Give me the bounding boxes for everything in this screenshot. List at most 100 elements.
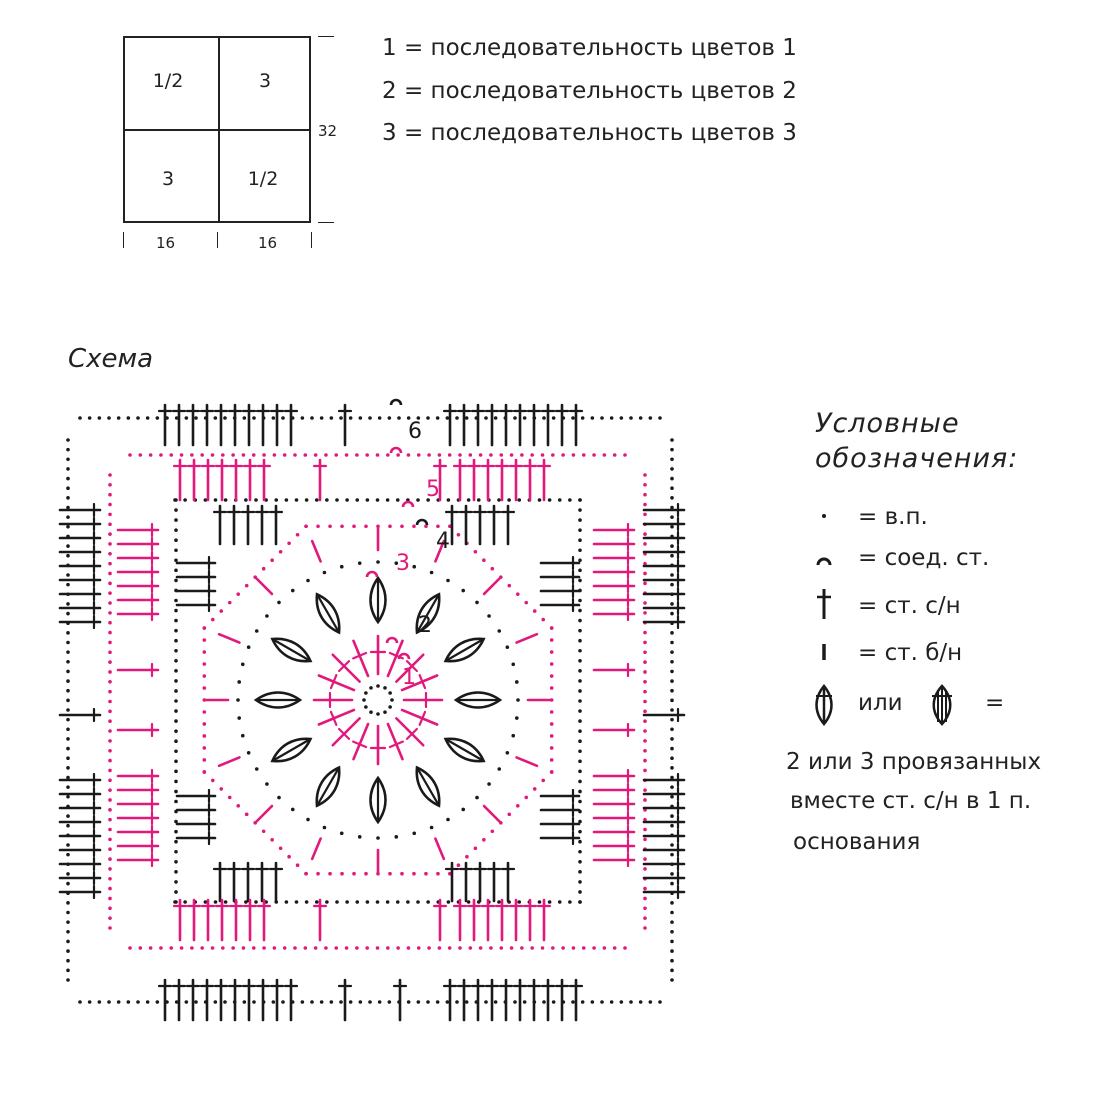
chain-dot [456, 532, 461, 537]
round2-dot [240, 662, 245, 667]
round2-dot [246, 645, 251, 649]
schema-title: Схема [68, 344, 154, 374]
stitch-cluster [369, 775, 387, 825]
chain-dot [174, 699, 178, 703]
round1-bar [418, 710, 427, 726]
round1-stitch [317, 708, 356, 726]
chain-dot [557, 900, 562, 904]
chain-dot [108, 857, 112, 861]
chain-dot [66, 756, 70, 761]
chain-dot [329, 1000, 334, 1004]
round2-dot [487, 782, 491, 786]
chain-dot [174, 659, 178, 663]
chain-dot [670, 476, 674, 481]
chain-dot [325, 900, 329, 904]
round1-stitch [395, 653, 425, 683]
round2-dot [240, 733, 245, 738]
color-sequence-2: 2 = последовательность цветов 2 [382, 78, 797, 104]
chain-dot [174, 558, 178, 563]
dimension-tick-middle [217, 232, 218, 248]
chain-dot [658, 416, 662, 420]
chain-dot [355, 946, 359, 950]
stitch-cluster [443, 737, 486, 763]
round2-dot [306, 578, 310, 583]
chain-dot [304, 498, 309, 502]
round3-stitch [434, 837, 446, 861]
chain-dot [174, 598, 178, 603]
chain-dot [406, 900, 410, 904]
chain-dot [108, 620, 112, 625]
chain-dot [66, 881, 70, 886]
chain-dot [445, 1000, 450, 1004]
chain-dot [284, 900, 289, 904]
chain-dot [670, 766, 674, 770]
center-ring-dot [388, 691, 392, 695]
chain-dot [643, 719, 647, 723]
round-label-1: 1 [402, 665, 416, 690]
assembly-width-label-left: 16 [156, 234, 176, 252]
chain-dot [335, 900, 339, 904]
round2-dot [357, 835, 362, 839]
chain-dot [202, 686, 207, 690]
chain-dot [658, 1000, 662, 1004]
round1-bar [388, 651, 404, 660]
chain-dot [670, 438, 674, 442]
chain-dot [108, 542, 112, 546]
chain-dot [345, 498, 349, 502]
chain-dot [300, 1000, 305, 1004]
legend-cluster-or: или [858, 690, 903, 716]
round1-stitch [395, 717, 425, 747]
cluster-stem [271, 738, 312, 762]
stitch-cluster [253, 691, 303, 709]
chain-dot [437, 453, 442, 457]
chain-dot [484, 416, 488, 420]
chain-dot [295, 863, 300, 868]
chain-dot [549, 674, 554, 678]
chain-dot [174, 779, 178, 784]
cluster-stem [416, 766, 440, 807]
round1-bar [329, 710, 338, 726]
assembly-divider-horizontal [123, 129, 311, 131]
chain-dot [281, 416, 285, 420]
chain-dot [643, 709, 647, 714]
round1-stitch [386, 639, 404, 678]
color-sequence-1: 1 = последовательность цветов 1 [382, 35, 797, 61]
chain-dot [174, 769, 178, 774]
chain-dot [202, 650, 207, 654]
chain-dot [670, 640, 674, 645]
chain-dot [174, 789, 178, 794]
round2-dot [475, 795, 479, 800]
chain-dot [497, 900, 501, 904]
chain-dot [643, 699, 647, 704]
chain-dot [522, 416, 527, 420]
stitch-cluster [443, 637, 486, 663]
chain-dot [365, 453, 369, 457]
chain-dot [66, 553, 70, 558]
slip-stitch-arc-icon [816, 557, 832, 566]
chain-dot [670, 515, 674, 519]
chain-dot [324, 946, 328, 950]
chain-dot [643, 473, 647, 477]
chain-dot [670, 881, 674, 886]
chain-dot [262, 453, 266, 457]
chain-dot [352, 524, 356, 529]
chain-dot [578, 628, 582, 633]
chain-dot [499, 946, 504, 950]
chain-dot [136, 416, 140, 420]
chain-dot [455, 1000, 459, 1004]
round2-dot [394, 835, 399, 839]
center-ring-dot [376, 684, 380, 688]
chain-dot [145, 1000, 150, 1004]
chain-dot [490, 566, 495, 571]
chain-dot [542, 1000, 546, 1004]
chain-dot [340, 524, 344, 529]
chain-dot [670, 679, 674, 683]
chain-dot [66, 640, 70, 645]
cluster-stem [271, 638, 312, 662]
chain-dot [66, 978, 70, 982]
round3-stitch [255, 577, 274, 596]
chain-dot [670, 785, 674, 789]
chain-dot [395, 900, 400, 904]
round1-stitch [400, 708, 439, 726]
chain-dot [426, 1000, 430, 1004]
